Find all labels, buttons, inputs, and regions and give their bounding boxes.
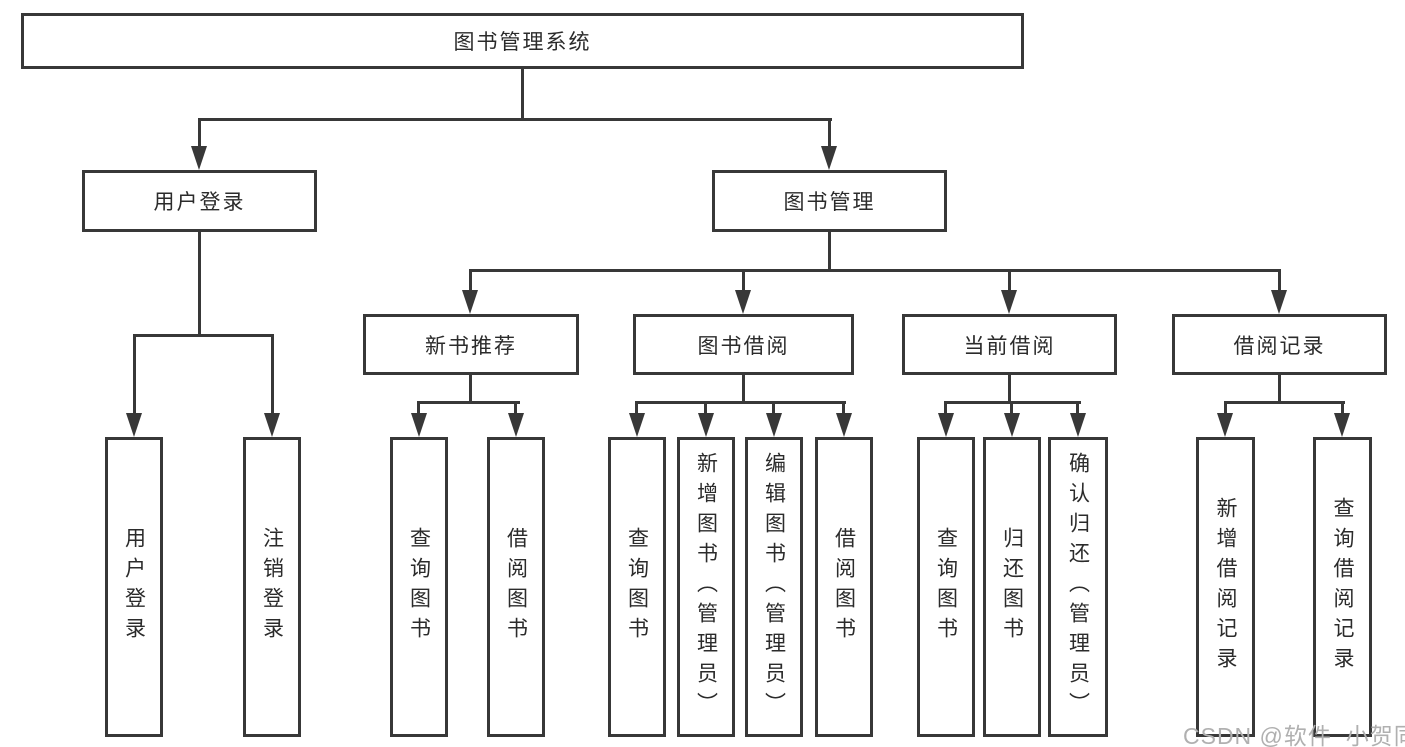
node-label: 查询图书	[934, 527, 958, 647]
node-query-books-borrowing: 查询图书	[608, 437, 666, 737]
connector-line	[1278, 375, 1281, 404]
arrow-down-icon	[1070, 413, 1086, 437]
node-label: 当前借阅	[963, 334, 1056, 358]
arrow-down-icon	[1004, 413, 1020, 437]
connector-line	[944, 401, 947, 415]
connector-line	[1008, 269, 1011, 291]
connector-line	[742, 269, 745, 291]
arrow-down-icon	[462, 290, 478, 314]
arrow-down-icon	[126, 413, 142, 437]
arrow-down-icon	[1271, 290, 1287, 314]
arrow-down-icon	[938, 413, 954, 437]
connector-line	[704, 401, 707, 415]
arrow-down-icon	[629, 413, 645, 437]
node-label: 图书借阅	[697, 334, 790, 358]
node-logout-action: 注销登录	[243, 437, 301, 737]
node-label: 查询图书	[407, 527, 431, 647]
connector-line	[133, 334, 274, 337]
arrow-down-icon	[821, 146, 837, 170]
arrow-down-icon	[508, 413, 524, 437]
connector-line	[417, 401, 520, 404]
node-new-book-recommendation: 新书推荐	[363, 314, 579, 375]
connector-line	[772, 401, 775, 415]
node-add-borrow-record: 新增借阅记录	[1196, 437, 1255, 737]
connector-line	[514, 401, 517, 415]
arrow-down-icon	[735, 290, 751, 314]
connector-line	[198, 232, 201, 337]
arrow-down-icon	[1334, 413, 1350, 437]
arrow-down-icon	[411, 413, 427, 437]
arrow-down-icon	[264, 413, 280, 437]
connector-line	[521, 69, 524, 119]
node-label: 编辑图书（管理员）	[762, 452, 786, 722]
node-label: 用户登录	[122, 527, 146, 647]
connector-line	[1278, 269, 1281, 291]
connector-line	[469, 269, 1281, 272]
node-library-management-system: 图书管理系统	[21, 13, 1024, 69]
arrow-down-icon	[1217, 413, 1233, 437]
node-confirm-return-admin: 确认归还（管理员）	[1048, 437, 1108, 737]
connector-line	[469, 375, 472, 404]
node-query-books-recommend: 查询图书	[390, 437, 448, 737]
node-book-management: 图书管理	[712, 170, 947, 232]
node-current-borrowing: 当前借阅	[902, 314, 1117, 375]
node-label: 注销登录	[260, 527, 284, 647]
csdn-watermark: CSDN @软件_小贺同学	[1183, 723, 1405, 747]
connector-line	[417, 401, 420, 415]
arrow-down-icon	[766, 413, 782, 437]
arrow-down-icon	[1001, 290, 1017, 314]
node-label: 归还图书	[1000, 527, 1024, 647]
node-label: 确认归还（管理员）	[1066, 452, 1090, 722]
node-label: 图书管理	[783, 191, 876, 214]
node-return-books: 归还图书	[983, 437, 1041, 737]
connector-line	[1341, 401, 1344, 415]
node-query-books-current: 查询图书	[917, 437, 975, 737]
node-label: 图书管理系统	[453, 31, 592, 54]
node-borrow-books-borrowing: 借阅图书	[815, 437, 873, 737]
node-label: 新增图书（管理员）	[694, 452, 718, 722]
node-add-books-admin: 新增图书（管理员）	[677, 437, 735, 737]
node-label: 借阅记录	[1233, 334, 1326, 358]
node-user-login: 用户登录	[82, 170, 317, 232]
connector-line	[133, 334, 136, 414]
arrow-down-icon	[191, 146, 207, 170]
node-label: 查询借阅记录	[1331, 497, 1354, 677]
connector-line	[842, 401, 845, 415]
connector-line	[1008, 375, 1011, 404]
connector-line	[1010, 401, 1013, 415]
connector-line	[828, 118, 831, 148]
connector-line	[469, 269, 472, 291]
node-query-borrow-record: 查询借阅记录	[1313, 437, 1372, 737]
connector-line	[1076, 401, 1079, 415]
connector-line	[828, 232, 831, 272]
node-book-borrowing: 图书借阅	[633, 314, 854, 375]
connector-line	[1224, 401, 1227, 415]
connector-line	[198, 118, 832, 121]
node-label: 借阅图书	[832, 527, 856, 647]
node-label: 新书推荐	[425, 334, 517, 358]
arrow-down-icon	[698, 413, 714, 437]
arrow-down-icon	[836, 413, 852, 437]
node-edit-books-admin: 编辑图书（管理员）	[745, 437, 803, 737]
connector-line	[198, 118, 201, 148]
connector-line	[635, 401, 638, 415]
node-label: 新增借阅记录	[1214, 497, 1237, 677]
node-borrow-books-recommend: 借阅图书	[487, 437, 545, 737]
connector-line	[742, 375, 745, 404]
node-user-login-action: 用户登录	[105, 437, 163, 737]
connector-line	[1224, 401, 1345, 404]
node-borrowing-records: 借阅记录	[1172, 314, 1387, 375]
node-label: 查询图书	[625, 527, 649, 647]
connector-line	[635, 401, 846, 404]
node-label: 借阅图书	[504, 527, 528, 647]
node-label: 用户登录	[153, 191, 246, 214]
connector-line	[271, 334, 274, 414]
